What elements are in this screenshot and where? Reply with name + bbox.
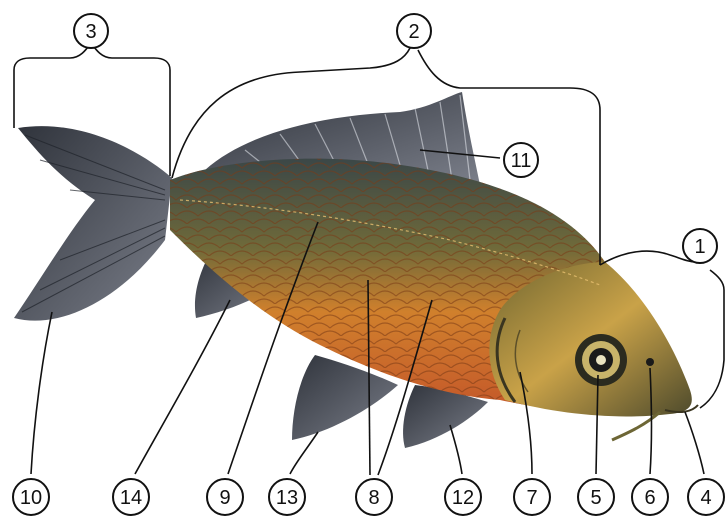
fish-eye [575, 334, 627, 386]
callout-9: 9 [207, 479, 243, 515]
callout-12-label: 12 [452, 487, 474, 509]
callout-14-label: 14 [120, 487, 142, 509]
callout-4: 4 [688, 479, 724, 515]
callout-5: 5 [578, 479, 614, 515]
callout-13: 13 [269, 479, 305, 515]
callout-8: 8 [356, 479, 392, 515]
callout-10-label: 10 [20, 487, 42, 509]
callout-2-label: 2 [408, 21, 419, 43]
callout-8-label: 8 [368, 487, 379, 509]
callout-10: 10 [13, 479, 49, 515]
callout-1-label: 1 [694, 236, 705, 258]
callout-4-label: 4 [700, 487, 711, 509]
callout-3: 3 [74, 14, 108, 48]
callout-11-label: 11 [511, 150, 532, 172]
fish-nostril [646, 358, 654, 366]
callout-13-label: 13 [276, 487, 298, 509]
callout-7: 7 [514, 479, 550, 515]
callout-14: 14 [113, 479, 149, 515]
callout-6: 6 [632, 479, 668, 515]
callout-12: 12 [445, 479, 481, 515]
callout-1: 1 [683, 229, 717, 263]
callout-6-label: 6 [644, 487, 655, 509]
callout-9-label: 9 [219, 487, 230, 509]
callout-3-label: 3 [85, 21, 96, 43]
callout-7-label: 7 [526, 487, 537, 509]
caudal-fin [14, 126, 172, 320]
callout-2: 2 [397, 14, 431, 48]
callout-5-label: 5 [590, 487, 601, 509]
callout-11: 11 [504, 143, 538, 177]
